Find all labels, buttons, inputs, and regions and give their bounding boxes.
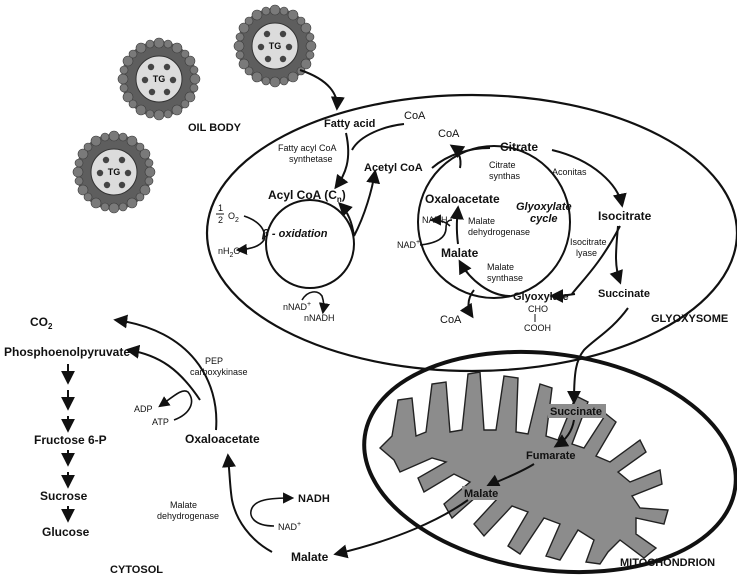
beta-oxidation-label: β - oxidation xyxy=(261,228,328,240)
citrate-to-isocitrate-arrow xyxy=(551,149,627,208)
coa-release-arrow-bottom xyxy=(459,289,475,319)
isocitrate-to-glyoxylate-arrow xyxy=(571,225,621,295)
beta-oxidation-cycle xyxy=(265,199,355,289)
coa-release-arrow-top xyxy=(449,144,466,169)
glyoxylate-cycle-label-1: Glyoxylate xyxy=(516,201,572,213)
phosphoenolpyruvate: Phosphoenolpyruvate xyxy=(4,345,130,359)
malate-glyoxysome: Malate xyxy=(441,246,479,260)
isocitrate-lyase-line1: Isocitrate xyxy=(570,237,607,247)
glucose: Glucose xyxy=(42,525,90,539)
o2: O2 xyxy=(228,211,239,224)
oxaloacetate-cytosol: Oxaloacetate xyxy=(185,432,260,446)
tg-label: TG xyxy=(269,41,282,51)
beta-oxidation-cycle-arrow xyxy=(338,202,355,237)
malate-synthase-line2: synthase xyxy=(487,273,523,283)
nadh-cytosol: NADH xyxy=(298,493,330,505)
fumarate-bg xyxy=(524,448,576,462)
tg-label: TG xyxy=(108,167,121,177)
succinate-to-fumarate-arrow xyxy=(553,419,575,448)
cytosol-label: CYTOSOL xyxy=(110,564,163,576)
malate-cytosol: Malate xyxy=(291,550,329,564)
acyl-coa: Acyl CoA (Cn) xyxy=(268,188,346,204)
oil-body-3: TG xyxy=(72,130,156,214)
acetyl-coa: Acetyl CoA xyxy=(364,162,423,174)
fatty-acid: Fatty acid xyxy=(324,118,375,130)
oaa-to-pep-arrow xyxy=(125,344,201,401)
nnadh: nNADH xyxy=(304,313,335,323)
fatty-acyl-coa-synthetase-line2: synthetase xyxy=(289,154,333,164)
adp: ADP xyxy=(134,404,153,414)
pep-carboxykinase-line2: carboxykinase xyxy=(190,367,248,377)
mitochondrion-outer-membrane xyxy=(362,349,737,575)
oaa-to-co2-arrow xyxy=(113,314,218,431)
coa-join-arrow xyxy=(351,123,405,151)
nad-to-nadh-cytosol-arrow xyxy=(250,492,295,527)
isocitrate-lyase-line2: lyase xyxy=(576,248,597,258)
oil-to-fatty-acid-arrow xyxy=(299,69,345,111)
malate-mito-bg xyxy=(462,486,502,500)
malate-to-oxaloacetate-arrow xyxy=(449,205,464,245)
pep-carboxykinase-line1: PEP xyxy=(205,356,223,366)
cho: CHO xyxy=(528,304,548,314)
citrate: Citrate xyxy=(500,140,538,154)
fatty-acyl-coa-synthetase-line1: Fatty acyl CoA xyxy=(278,143,337,153)
glyoxysome-membrane xyxy=(205,93,737,373)
succinate-glyoxysome: Succinate xyxy=(598,288,650,300)
isocitrate: Isocitrate xyxy=(598,209,652,223)
atp-to-adp-arrow xyxy=(158,390,193,421)
o2-to-water-arrow xyxy=(235,215,266,255)
malate-dh-glyoxysome-line1: Malate xyxy=(468,216,495,226)
oxaloacetate-glyoxysome: Oxaloacetate xyxy=(425,192,500,206)
nad-reduction-arrow xyxy=(301,291,330,315)
glyoxylate-branch-arrow xyxy=(549,288,576,303)
oil-body-1: TG xyxy=(117,37,201,121)
citrate-synthase-line1: Citrate xyxy=(489,160,516,170)
coa-cycle-top: CoA xyxy=(438,128,460,140)
co2: CO2 xyxy=(30,315,53,331)
nh2o: nH2O xyxy=(218,246,240,259)
mitochondrion-cristae xyxy=(378,371,669,565)
malate-dh-cytosol-line1: Malate xyxy=(170,500,197,510)
glyoxylate-cycle-label-2: cycle xyxy=(530,213,558,225)
fumarate-to-malate-arrow xyxy=(485,463,535,488)
atp: ATP xyxy=(152,417,169,427)
glyoxylate-to-malate-arrow xyxy=(458,259,511,297)
malate-to-oaa-cytosol-arrow xyxy=(222,453,273,553)
cooh: COOH xyxy=(524,323,551,333)
nnad: nNAD+ xyxy=(283,301,311,312)
malate-synthase-line1: Malate xyxy=(487,262,514,272)
coa-bottom: CoA xyxy=(440,314,462,326)
sucrose: Sucrose xyxy=(40,489,88,503)
succinate-export-arrow xyxy=(567,307,629,405)
o2-fraction: 1 xyxy=(218,203,223,213)
succinate-mitochondrion: Succinate xyxy=(550,406,602,418)
tg-label: TG xyxy=(153,74,166,84)
coa-top: CoA xyxy=(404,110,426,122)
aconitase: Aconitas xyxy=(552,167,587,177)
nad-glyox-curve xyxy=(419,219,453,246)
glyoxysome-label: GLYOXYSOME xyxy=(651,313,728,325)
nad-cytosol: NAD+ xyxy=(278,521,301,532)
malate-export-arrow xyxy=(333,499,469,559)
malate-dh-cytosol-line2: dehydrogenase xyxy=(157,511,219,521)
malate-mitochondrion: Malate xyxy=(464,488,498,500)
oil-body-label: OIL BODY xyxy=(188,122,242,134)
o2-fraction-denominator: 2 xyxy=(218,215,223,225)
beta-ox-to-acetyl-arrow xyxy=(353,169,381,237)
oil-body-2: TG xyxy=(233,4,317,88)
citrate-synthase-line2: synthas xyxy=(489,171,521,181)
nad-glyoxysome: NAD+ xyxy=(397,239,420,250)
fumarate: Fumarate xyxy=(526,450,576,462)
nadh-glyox-arrow xyxy=(429,214,451,227)
mitochondrion-label: MITOCHONDRION xyxy=(620,557,715,569)
succinate-mito-bg xyxy=(548,404,606,418)
fructose-6p: Fructose 6-P xyxy=(34,433,107,447)
glyoxylate-cycle-ring xyxy=(417,145,571,299)
fatty-acid-to-acyl-coa-arrow xyxy=(334,132,350,190)
malate-dh-glyoxysome-line2: dehydrogenase xyxy=(468,227,530,237)
glyoxylate: Glyoxylate xyxy=(513,291,569,303)
